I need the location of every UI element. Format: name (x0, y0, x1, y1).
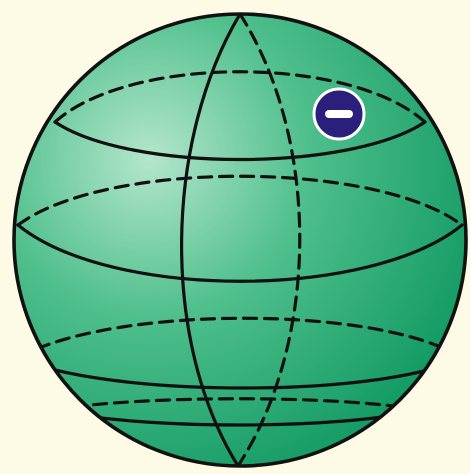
minus-sign-icon (325, 110, 353, 118)
negative-charge (314, 89, 364, 139)
